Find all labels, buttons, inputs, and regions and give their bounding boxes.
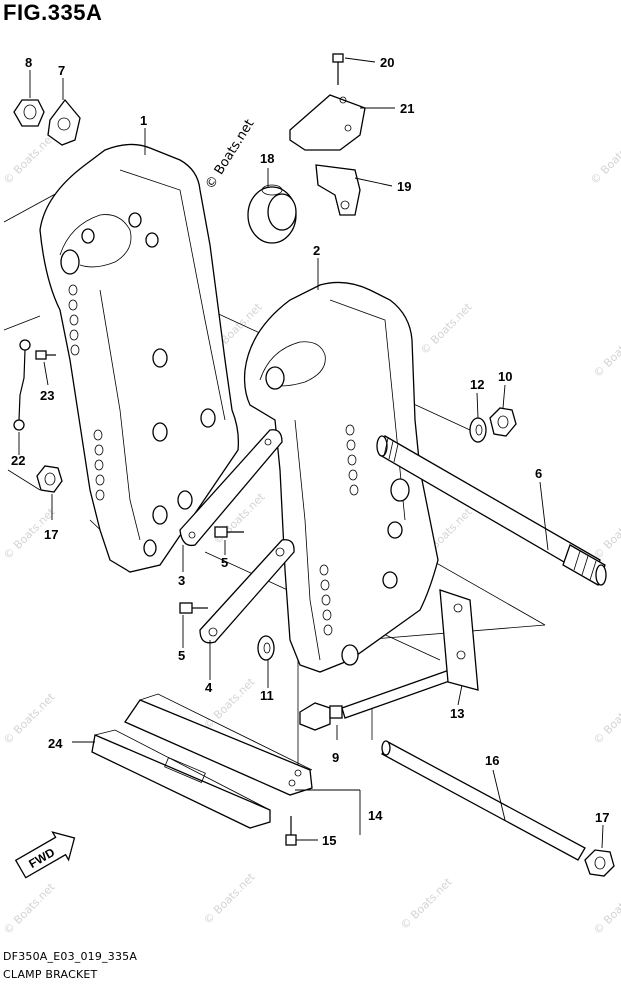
- plate-4: [199, 539, 295, 644]
- callout-10: 10: [498, 369, 512, 384]
- watermark: © Boats.net: [591, 323, 621, 380]
- figure-code: DF350A_E03_019_335A: [3, 950, 138, 963]
- callout-23: 23: [40, 388, 54, 403]
- plate-24: [91, 729, 271, 829]
- watermark: © Boats.net: [1, 130, 58, 187]
- callout-17-right: 17: [595, 810, 609, 825]
- tilt-tube: [376, 435, 607, 586]
- bolt-5-lower: [179, 602, 208, 614]
- figure-name: CLAMP BRACKET: [3, 968, 98, 981]
- nut-8: [13, 99, 45, 127]
- watermark-main: © Boats.net: [203, 117, 258, 192]
- watermark: © Boats.net: [588, 130, 621, 187]
- cover-21: [289, 94, 366, 151]
- bolt-9: [299, 667, 459, 731]
- callout-21: 21: [400, 101, 414, 116]
- callout-12: 12: [470, 377, 484, 392]
- watermark: © Boats.net: [418, 300, 475, 357]
- watermark: © Boats.net: [591, 880, 621, 937]
- watermark: © Boats.net: [591, 505, 621, 562]
- callout-24: 24: [48, 736, 63, 751]
- rod-16: [381, 740, 586, 861]
- callout-16: 16: [485, 753, 499, 768]
- callout-19: 19: [397, 179, 411, 194]
- callout-6: 6: [535, 466, 542, 481]
- fwd-arrow: FWD: [14, 831, 76, 879]
- callout-20: 20: [380, 55, 394, 70]
- callout-11: 11: [260, 688, 274, 703]
- screw-20: [332, 53, 344, 85]
- callout-7: 7: [58, 63, 65, 78]
- callout-5-lower: 5: [178, 648, 185, 663]
- nut-17-right: [584, 849, 615, 877]
- callout-14: 14: [368, 808, 383, 823]
- callout-15: 15: [322, 833, 336, 848]
- plate-3: [179, 429, 283, 547]
- callout-13: 13: [450, 706, 464, 721]
- callout-2: 2: [313, 243, 320, 258]
- callout-17-left: 17: [44, 527, 58, 542]
- watermark: © Boats.net: [1, 880, 58, 937]
- clamp-bracket-left: [39, 143, 240, 573]
- watermark: © Boats.net: [201, 870, 258, 927]
- bolt-5-upper: [214, 526, 244, 538]
- leader-lines: [18, 57, 604, 849]
- washer-12: [469, 417, 487, 443]
- washer-11: [257, 635, 275, 661]
- watermark: © Boats.net: [398, 875, 455, 932]
- figure-title: FIG.335A: [3, 0, 103, 25]
- callout-1: 1: [140, 113, 147, 128]
- screw-23: [35, 350, 56, 360]
- plate-13: [439, 589, 479, 691]
- watermark: © Boats.net: [591, 690, 621, 747]
- callouts: 1 2 3 4 5 5 6 7 8 9 10 11 12 13 14 15 16…: [11, 55, 609, 848]
- nut-17-left: [36, 465, 63, 493]
- bolt-15: [285, 816, 297, 846]
- nut-10: [489, 407, 517, 437]
- wire-22: [13, 339, 31, 431]
- callout-3: 3: [178, 573, 185, 588]
- callout-5-upper: 5: [221, 555, 228, 570]
- gasket-7: [47, 98, 81, 146]
- clamp-bracket-right: [243, 281, 439, 673]
- callout-18: 18: [260, 151, 274, 166]
- callout-9: 9: [332, 750, 339, 765]
- callout-4: 4: [205, 680, 213, 695]
- callout-8: 8: [25, 55, 32, 70]
- anode-14: [124, 693, 313, 796]
- bracket-19: [315, 164, 361, 216]
- grommet-18: [247, 184, 297, 244]
- callout-22: 22: [11, 453, 25, 468]
